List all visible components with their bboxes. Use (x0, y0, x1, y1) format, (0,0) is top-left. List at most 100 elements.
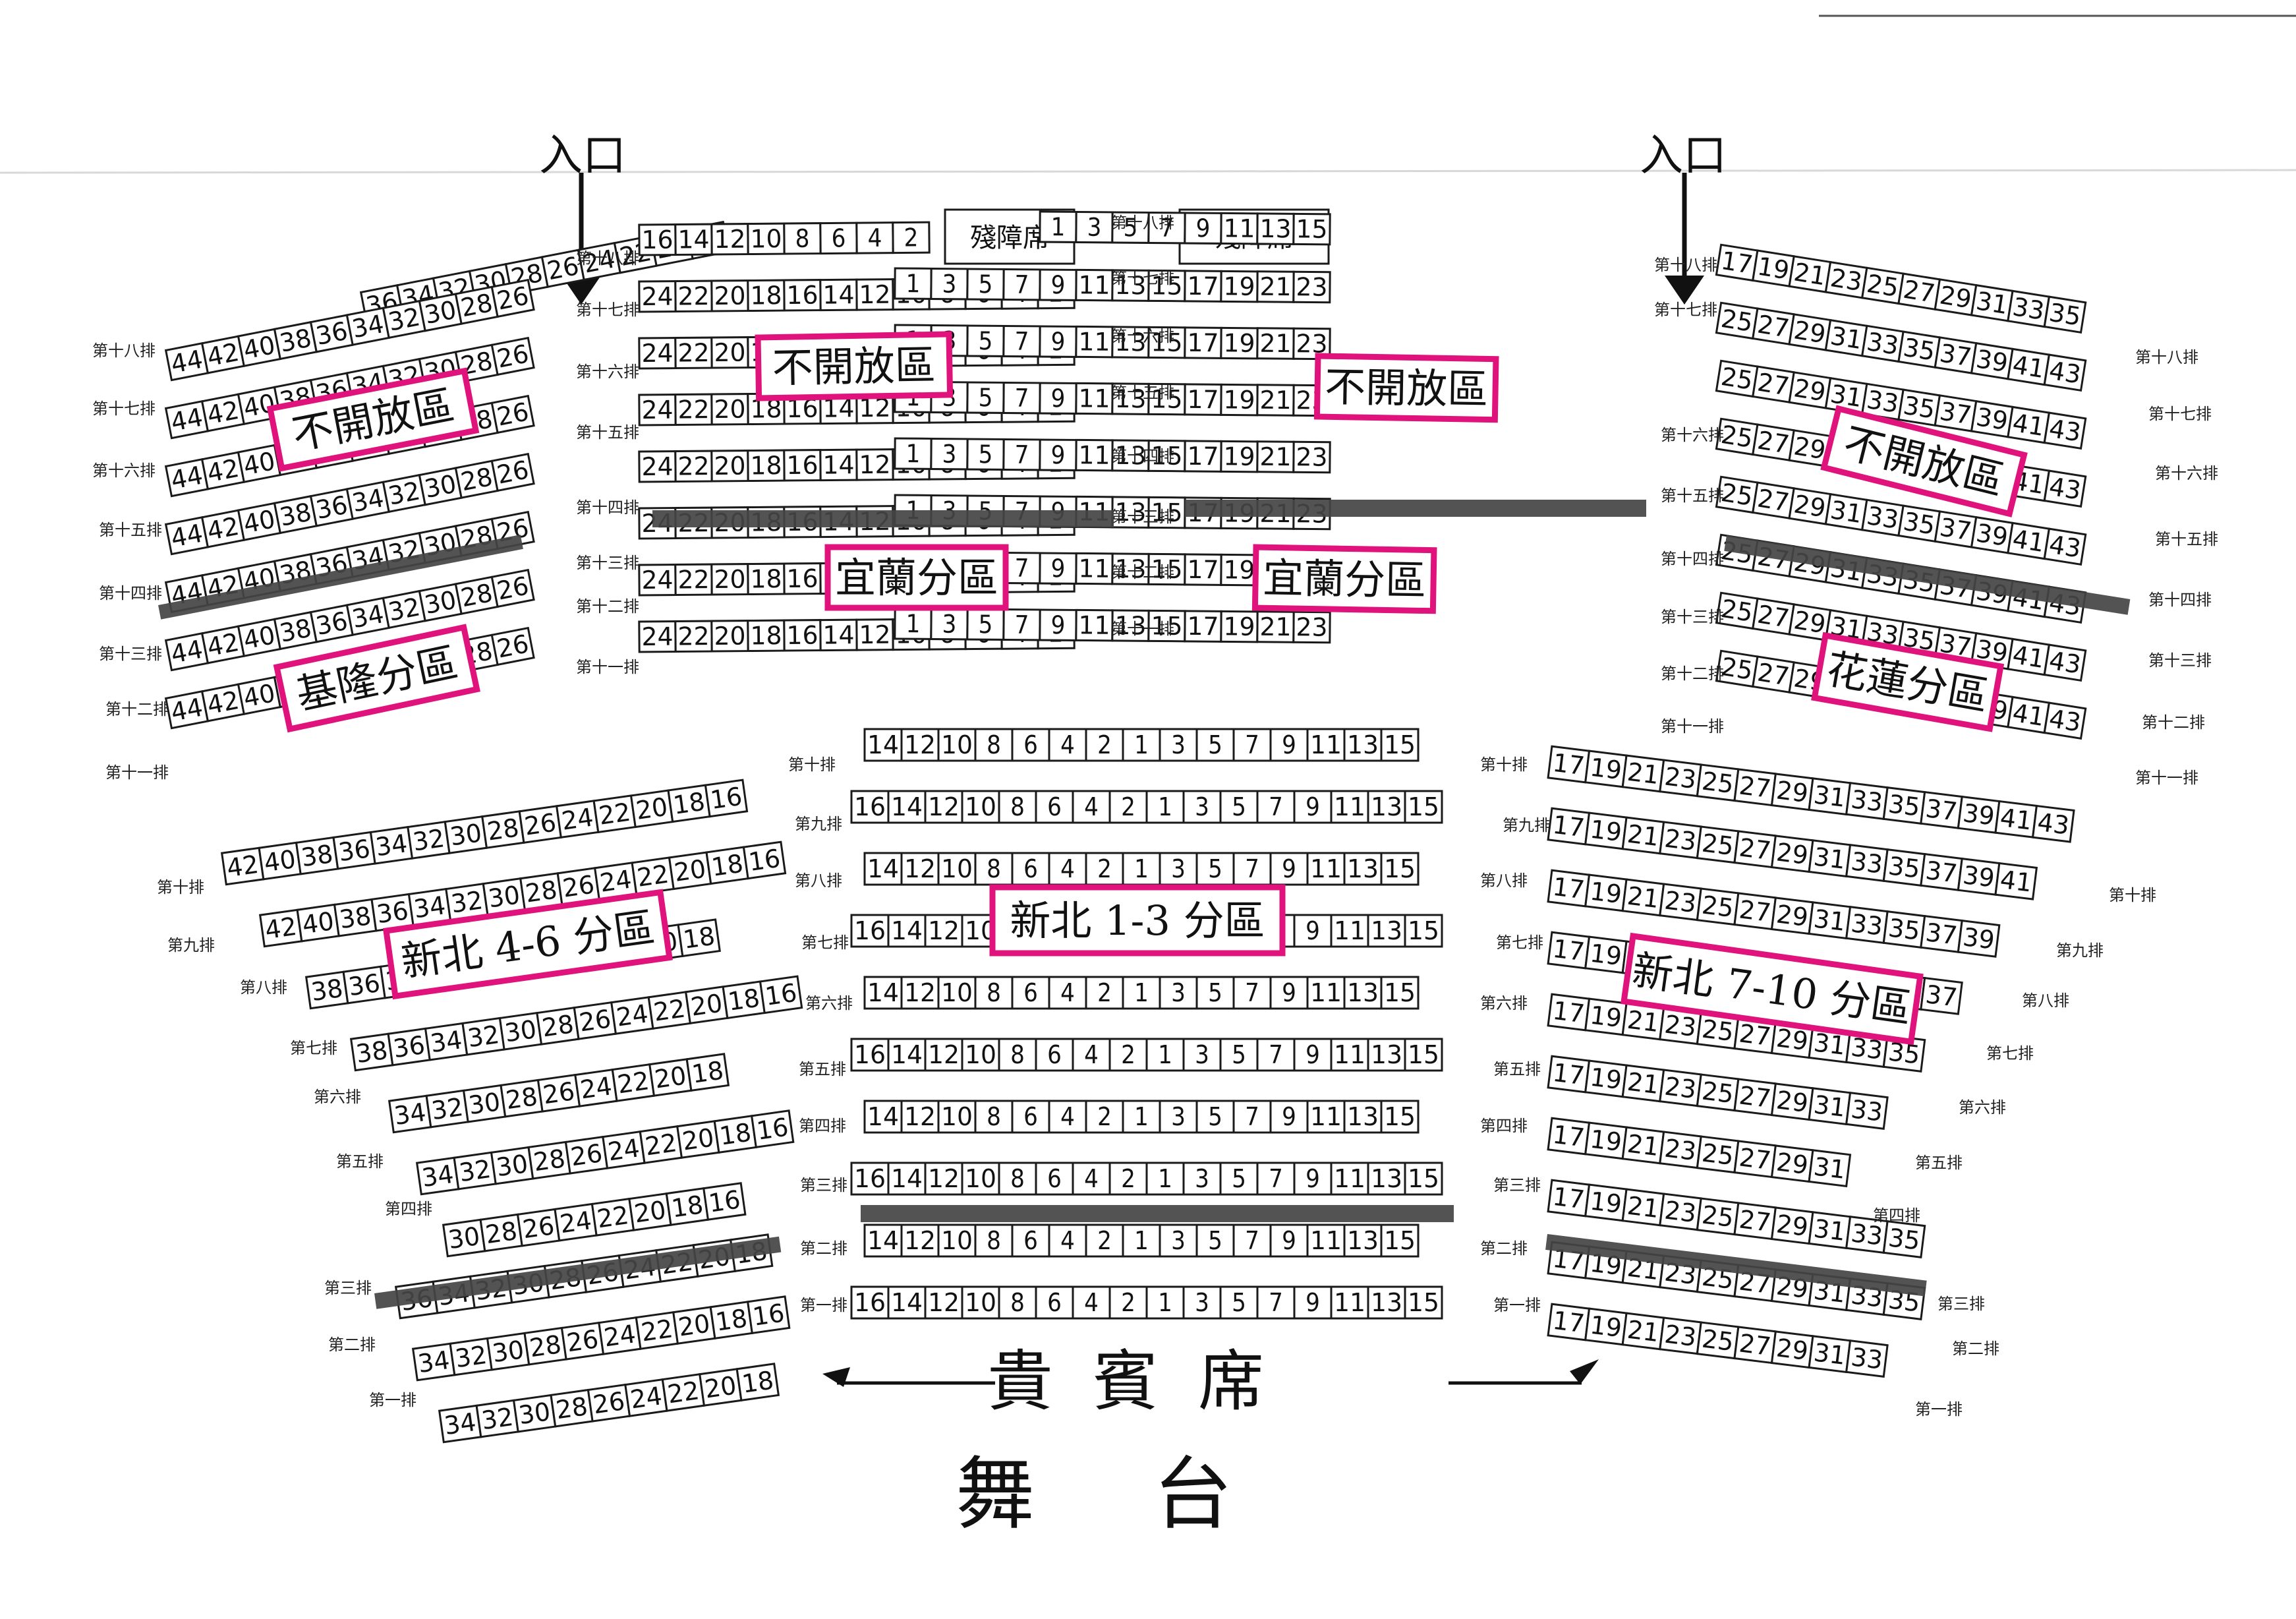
seat[interactable]: 28 (454, 575, 499, 615)
seat[interactable]: 16 (850, 1162, 890, 1196)
seat[interactable]: 27 (1733, 1326, 1777, 1365)
seat[interactable]: 34 (411, 1342, 456, 1382)
seat[interactable]: 19 (1220, 610, 1259, 643)
seat[interactable]: 40 (296, 903, 340, 943)
seat[interactable]: 19 (1752, 249, 1795, 287)
seat[interactable]: 22 (611, 1063, 656, 1102)
seat[interactable]: 5 (966, 324, 1005, 357)
seat[interactable]: 10 (937, 976, 977, 1010)
seat[interactable]: 9 (1269, 1223, 1309, 1258)
seat[interactable]: 43 (2043, 643, 2087, 682)
seat[interactable]: 43 (2031, 804, 2075, 843)
seat[interactable]: 14 (674, 223, 713, 256)
seat[interactable]: 23 (1659, 1192, 1702, 1231)
seat[interactable]: 27 (1752, 655, 1795, 693)
seat[interactable]: 18 (705, 846, 749, 885)
seat[interactable]: 14 (863, 852, 903, 886)
seat[interactable]: 13 (1111, 552, 1150, 585)
seat[interactable]: 39 (1970, 399, 2014, 438)
seat[interactable]: 12 (855, 448, 894, 481)
seat[interactable]: 5 (1195, 728, 1235, 762)
seat[interactable]: 27 (1733, 830, 1777, 869)
seat[interactable]: 7 (1232, 1100, 1272, 1134)
seat[interactable]: 34 (424, 1022, 469, 1061)
seat[interactable]: 23 (1659, 883, 1702, 922)
seat[interactable]: 8 (998, 1038, 1037, 1072)
seat[interactable]: 19 (1584, 873, 1628, 912)
seat[interactable]: 36 (309, 604, 355, 643)
seat[interactable]: 28 (527, 1140, 571, 1180)
seat[interactable]: 38 (273, 320, 318, 361)
seat[interactable]: 18 (709, 1301, 754, 1340)
seat[interactable]: 3 (930, 267, 969, 301)
seat[interactable]: 27 (1733, 1140, 1777, 1179)
seat[interactable]: 7 (1232, 728, 1272, 762)
seat[interactable]: 28 (550, 1388, 594, 1428)
seat[interactable]: 10 (937, 1223, 977, 1258)
seat[interactable]: 8 (783, 222, 822, 255)
seat[interactable]: 14 (887, 914, 927, 948)
seat[interactable]: 20 (710, 280, 749, 312)
seat[interactable]: 17 (1547, 869, 1591, 908)
seat[interactable]: 2 (1085, 1223, 1124, 1258)
seat[interactable]: 3 (1182, 1285, 1222, 1320)
seat[interactable]: 20 (672, 1306, 716, 1345)
seat[interactable]: 14 (819, 448, 858, 482)
seat[interactable]: 7 (1256, 1285, 1296, 1320)
seat[interactable]: 26 (490, 278, 535, 318)
seat[interactable]: 34 (387, 1094, 432, 1134)
seat[interactable]: 12 (924, 1038, 963, 1072)
seat[interactable]: 33 (2007, 289, 2051, 328)
seat[interactable]: 41 (2007, 521, 2051, 560)
seat[interactable]: 25 (1696, 763, 1740, 802)
seat[interactable]: 16 (850, 1285, 890, 1320)
seat[interactable]: 12 (924, 1285, 963, 1320)
seat[interactable]: 31 (1808, 901, 1852, 940)
seat[interactable]: 44 (164, 632, 210, 672)
seat[interactable]: 16 (850, 914, 890, 948)
seat[interactable]: 35 (1897, 388, 1941, 427)
seat[interactable]: 4 (1048, 852, 1087, 886)
seat[interactable]: 30 (442, 1218, 486, 1258)
seat[interactable]: 4 (1072, 1162, 1111, 1196)
seat[interactable]: 26 (560, 1321, 605, 1361)
seat[interactable]: 35 (1882, 910, 1926, 949)
seat[interactable]: 31 (1970, 283, 2014, 322)
seat[interactable]: 33 (1860, 324, 1905, 363)
seat[interactable]: 24 (638, 337, 677, 370)
seat[interactable]: 42 (258, 908, 303, 948)
seat[interactable]: 9 (1293, 1162, 1333, 1196)
seat[interactable]: 12 (900, 976, 940, 1010)
seat[interactable]: 19 (1584, 1307, 1628, 1346)
seat[interactable]: 25 (1715, 301, 1759, 340)
seat[interactable]: 24 (554, 1202, 598, 1242)
seat[interactable]: 7 (1147, 211, 1186, 245)
seat[interactable]: 41 (1994, 800, 2038, 839)
seat[interactable]: 17 (1547, 931, 1591, 970)
seat[interactable]: 11 (1075, 382, 1114, 415)
seat[interactable]: 28 (454, 285, 499, 325)
seat[interactable]: 17 (1184, 383, 1222, 416)
seat[interactable]: 16 (850, 790, 890, 824)
seat[interactable]: 24 (555, 800, 600, 839)
seat[interactable]: 8 (974, 728, 1014, 762)
seat[interactable]: 13 (1367, 1285, 1406, 1320)
seat[interactable]: 17 (1547, 1055, 1591, 1094)
seat[interactable]: 31 (1824, 492, 1868, 531)
seat[interactable]: 24 (598, 1316, 642, 1355)
seat[interactable]: 19 (1584, 997, 1628, 1036)
seat[interactable]: 43 (2043, 469, 2087, 508)
seat[interactable]: 16 (750, 1109, 795, 1149)
seat[interactable]: 21 (1621, 1312, 1665, 1351)
seat[interactable]: 1 (894, 607, 933, 640)
seat[interactable]: 20 (710, 563, 749, 596)
seat[interactable]: 19 (1220, 383, 1259, 417)
seat[interactable]: 18 (685, 1053, 730, 1092)
seat[interactable]: 29 (1788, 487, 1832, 525)
seat[interactable]: 25 (1715, 359, 1759, 398)
seat[interactable]: 25 (1696, 1135, 1740, 1174)
seat[interactable]: 6 (1035, 1162, 1074, 1196)
seat[interactable]: 32 (382, 473, 426, 514)
seat[interactable]: 15 (1147, 382, 1186, 416)
seat[interactable]: 26 (490, 626, 535, 666)
